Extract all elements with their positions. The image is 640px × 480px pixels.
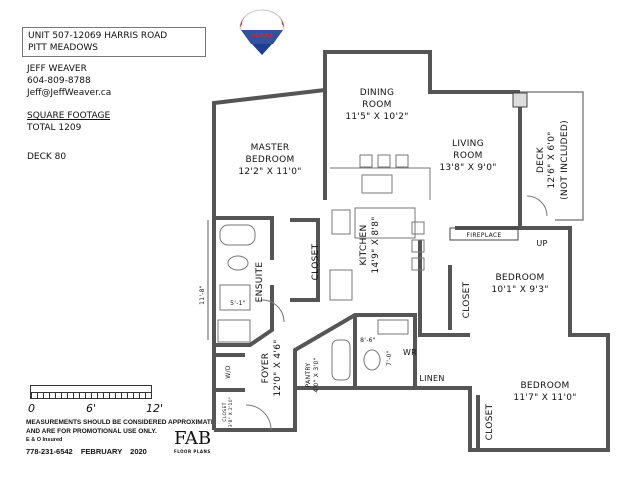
bath-height: 7'-0" [386, 350, 393, 366]
bedroom2-dims: 10'1" X 9'3" [491, 285, 548, 295]
entry-closet-label: CLOSET [222, 402, 228, 421]
bath-width: 8'-6" [360, 337, 376, 344]
disclaimer-line-2: AND ARE FOR PROMOTIONAL USE ONLY. [26, 428, 157, 435]
remax-logo: RE/MAX [239, 9, 285, 55]
scale-mid: 6' [86, 402, 97, 415]
square-footage: SQUARE FOOTAGE TOTAL 1209 [27, 110, 110, 134]
master-dims: 12'2" X 11'0" [238, 167, 301, 177]
dining-dims: 11'5" X 10'2" [345, 112, 408, 122]
fireplace-label: FIREPLACE [467, 232, 502, 239]
bedroom2-closet-label: CLOSET [462, 281, 472, 318]
remax-text: RE/MAX [251, 33, 273, 39]
footer-date: FEBRUARY 2020 [80, 447, 147, 456]
square-footage-heading: SQUARE FOOTAGE [27, 111, 111, 121]
deck-outline [520, 91, 584, 221]
pantry-label: PANTRY [305, 363, 312, 388]
disclaimer: MEASUREMENTS SHOULD BE CONSIDERED APPROX… [26, 418, 215, 436]
master-label-2: BEDROOM [245, 155, 294, 165]
agent-name: JEFF WEAVER [27, 64, 87, 74]
living-dims: 13'8" X 9'0" [439, 163, 496, 173]
bedroom3-closet-label: CLOSET [485, 403, 495, 440]
deck-label: DECK [536, 146, 546, 173]
fab-logo-sub: FLOOR PLANS [174, 449, 211, 454]
linen-label: LINEN [419, 374, 444, 383]
disclaimer-line-1: MEASUREMENTS SHOULD BE CONSIDERED APPROX… [26, 419, 216, 426]
washer-dryer-label: W/D [225, 365, 232, 379]
scale-bar [30, 385, 152, 399]
entry-closet-dims: 3'8" X 2'10" [228, 397, 234, 427]
insured-note: E & O Insured [26, 437, 63, 443]
address-line-2: PITT MEADOWS [28, 43, 99, 53]
dining-label-2: ROOM [362, 100, 391, 110]
pantry-dims: 4'0" X 3'0" [313, 357, 320, 392]
bedroom3-label: BEDROOM [520, 381, 569, 391]
footer-phone: 778-231-6542 [26, 447, 73, 456]
master-label: MASTER [251, 143, 290, 153]
living-label: LIVING [452, 139, 484, 149]
deck-note: (NOT INCLUDED) [560, 120, 570, 200]
deck-footage: DECK 80 [27, 152, 67, 162]
master-closet-label: CLOSET [311, 243, 321, 280]
ensuite-dim: 5'-1" [230, 300, 246, 307]
footer-contact: 778-231-6542 FEBRUARY 2020 [26, 447, 147, 456]
scale-end: 12' [146, 402, 164, 415]
column [512, 92, 528, 108]
walls [212, 50, 610, 452]
kitchen-dims: 14'9" X 8'8" [371, 216, 381, 273]
total-footage: TOTAL 1209 [27, 123, 82, 133]
kitchen-label: KITCHEN [359, 224, 369, 265]
foyer-label: FOYER [261, 353, 271, 384]
foyer-dims: 12'0" X 4'6" [273, 339, 283, 396]
fab-logo: FAB [174, 428, 212, 449]
kitchen-fixtures [217, 154, 548, 431]
deck-dims: 12'6" X 6'0" [547, 131, 557, 188]
bedroom2-label: BEDROOM [495, 273, 544, 283]
stairs-up-label: UP [536, 239, 547, 248]
living-label-2: ROOM [453, 151, 482, 161]
wr-label: WR [403, 348, 417, 357]
address-line-1: UNIT 507-12069 HARRIS ROAD [28, 31, 168, 41]
scale-zero: 0 [28, 402, 35, 415]
side-dim: 11'-8" [199, 285, 206, 305]
agent-email[interactable]: Jeff@JeffWeaver.ca [27, 88, 112, 98]
agent-info: JEFF WEAVER 604-809-8788 Jeff@JeffWeaver… [27, 63, 111, 99]
ensuite-label: ENSUITE [255, 262, 265, 303]
dining-label: DINING [360, 88, 394, 98]
agent-phone: 604-809-8788 [27, 76, 91, 86]
address-box: UNIT 507-12069 HARRIS ROAD PITT MEADOWS [22, 27, 206, 57]
bedroom3-dims: 11'7" X 11'0" [513, 393, 576, 403]
